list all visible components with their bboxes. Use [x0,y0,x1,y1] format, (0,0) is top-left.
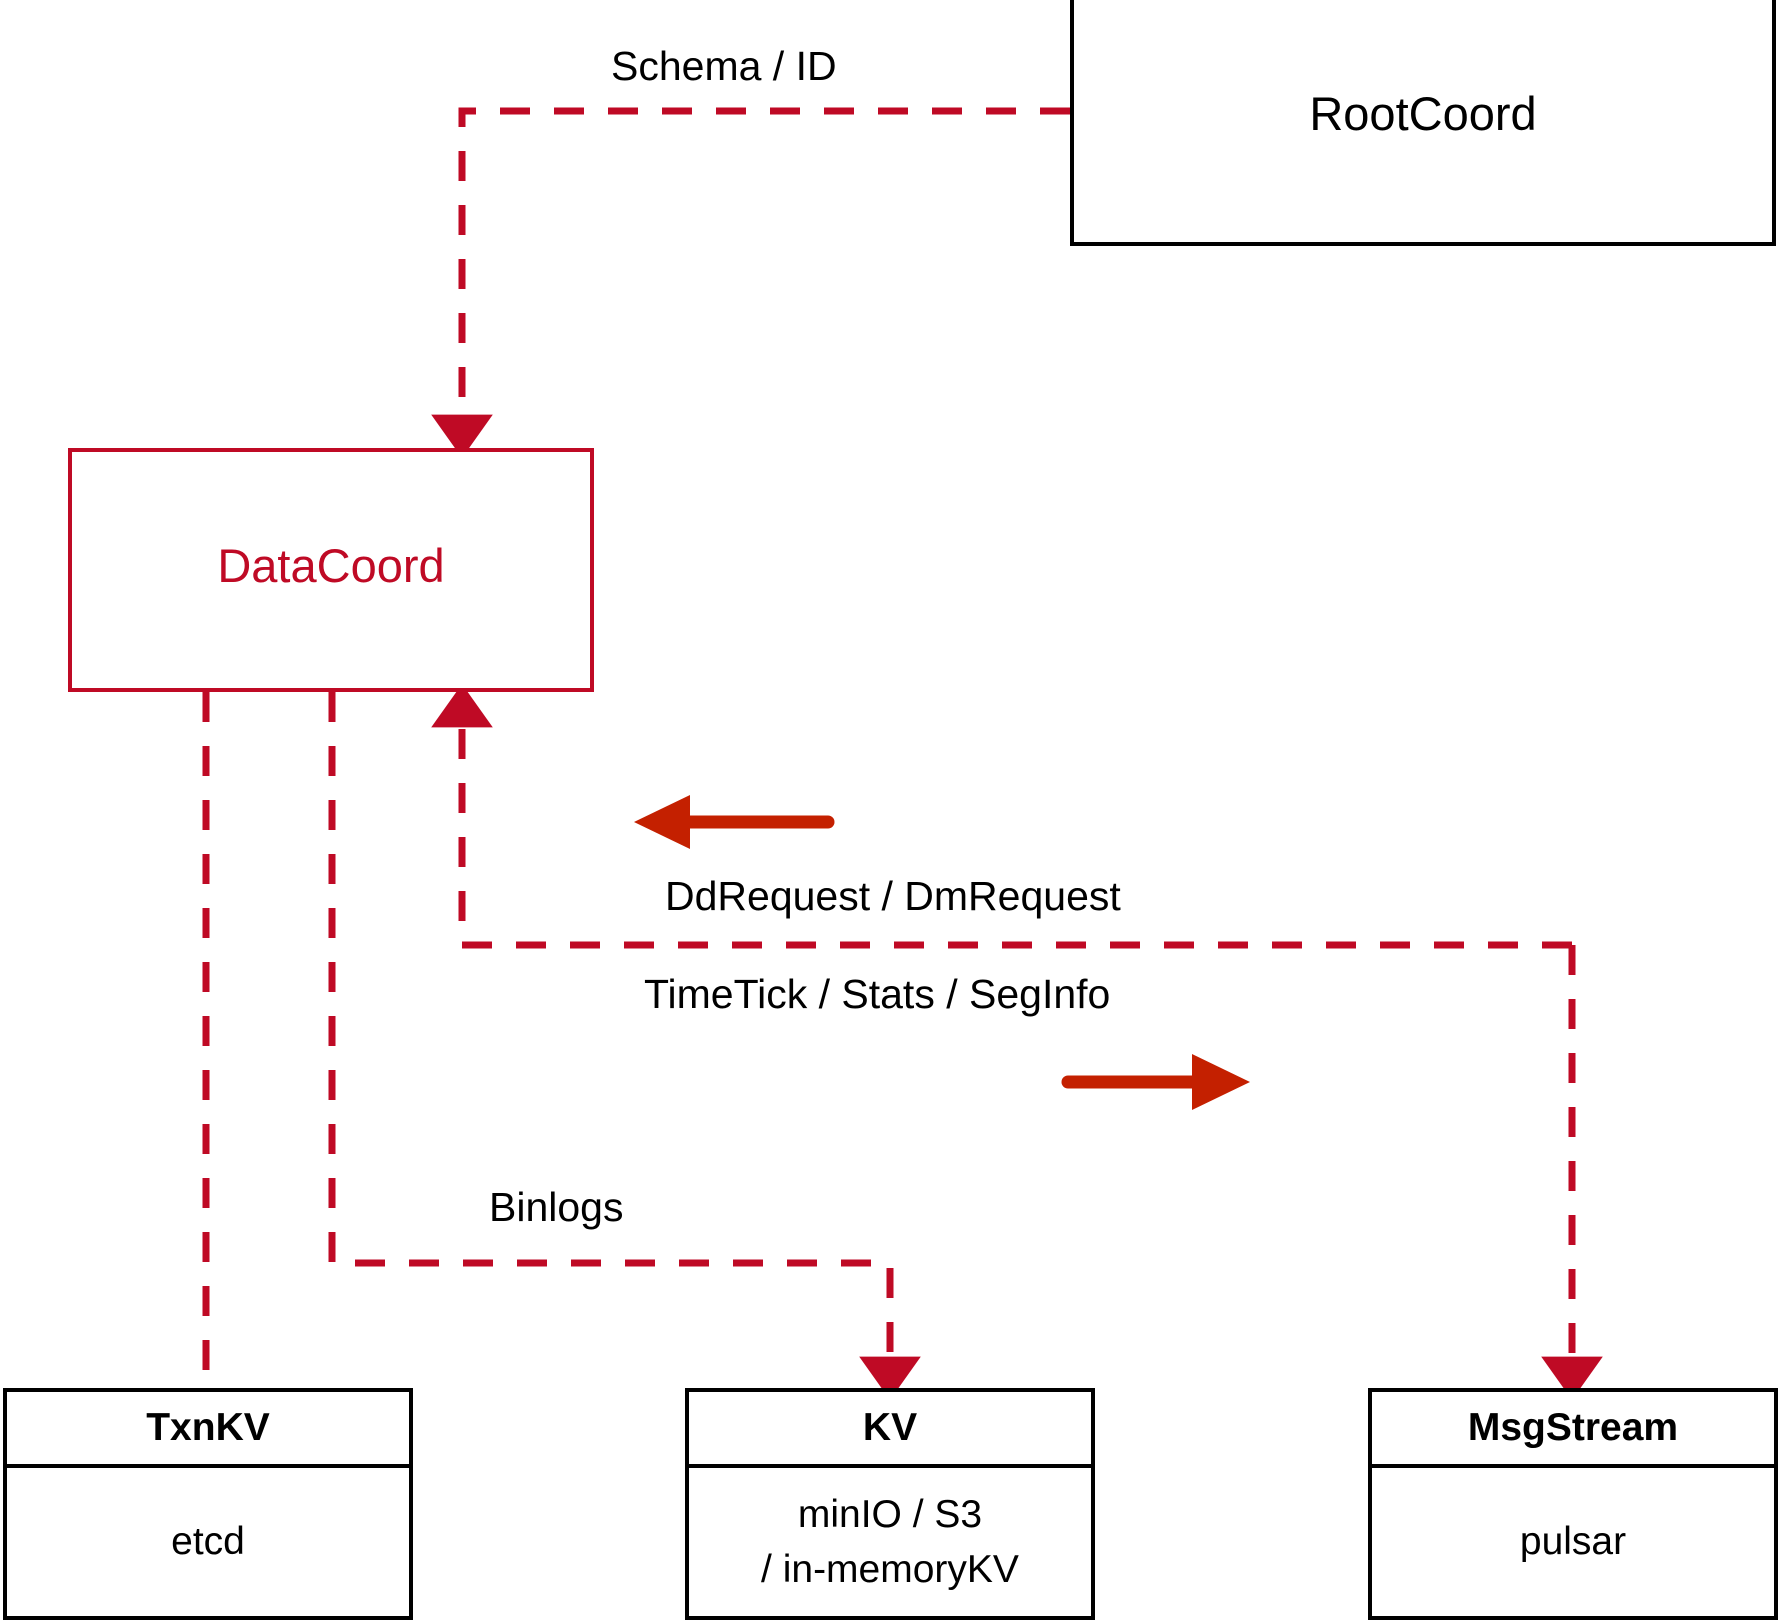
node-msgstream-title: MsgStream [1372,1392,1774,1468]
node-txnkv-body: etcd [7,1468,409,1616]
node-txnkv-impl-line1: etcd [171,1520,245,1564]
edge-datacoord-to-kv [328,692,921,1400]
node-msgstream[interactable]: MsgStream pulsar [1368,1388,1778,1620]
node-datacoord[interactable]: DataCoord [68,448,594,692]
direction-arrow-outbound [1061,1054,1250,1110]
edge-rootcoord-to-datacoord [431,107,1070,458]
node-txnkv-title: TxnKV [7,1392,409,1468]
edge-label-schema-id: Schema / ID [611,43,837,89]
node-rootcoord[interactable]: RootCoord [1070,0,1776,246]
edge-label-dd-dm-request: DdRequest / DmRequest [665,873,1121,919]
node-kv-body: minIO / S3 / in-memoryKV [689,1468,1091,1616]
node-msgstream-impl-line1: pulsar [1519,1520,1627,1564]
edge-label-timetick-stats-seginfo: TimeTick / Stats / SegInfo [644,971,1111,1017]
edge-msgstream-to-datacoord [431,684,1572,949]
node-txnkv[interactable]: TxnKV etcd [3,1388,413,1620]
node-kv-title: KV [689,1392,1091,1468]
node-rootcoord-label: RootCoord [1309,87,1537,140]
node-msgstream-body: pulsar [1372,1468,1774,1616]
node-kv-impl-line2: / in-memoryKV [761,1548,1019,1591]
edge-label-binlogs: Binlogs [489,1184,624,1230]
node-datacoord-label: DataCoord [217,539,445,592]
direction-arrow-inbound [634,795,835,849]
node-kv-impl-line1: minIO / S3 [797,1492,983,1536]
node-kv[interactable]: KV minIO / S3 / in-memoryKV [685,1388,1095,1620]
